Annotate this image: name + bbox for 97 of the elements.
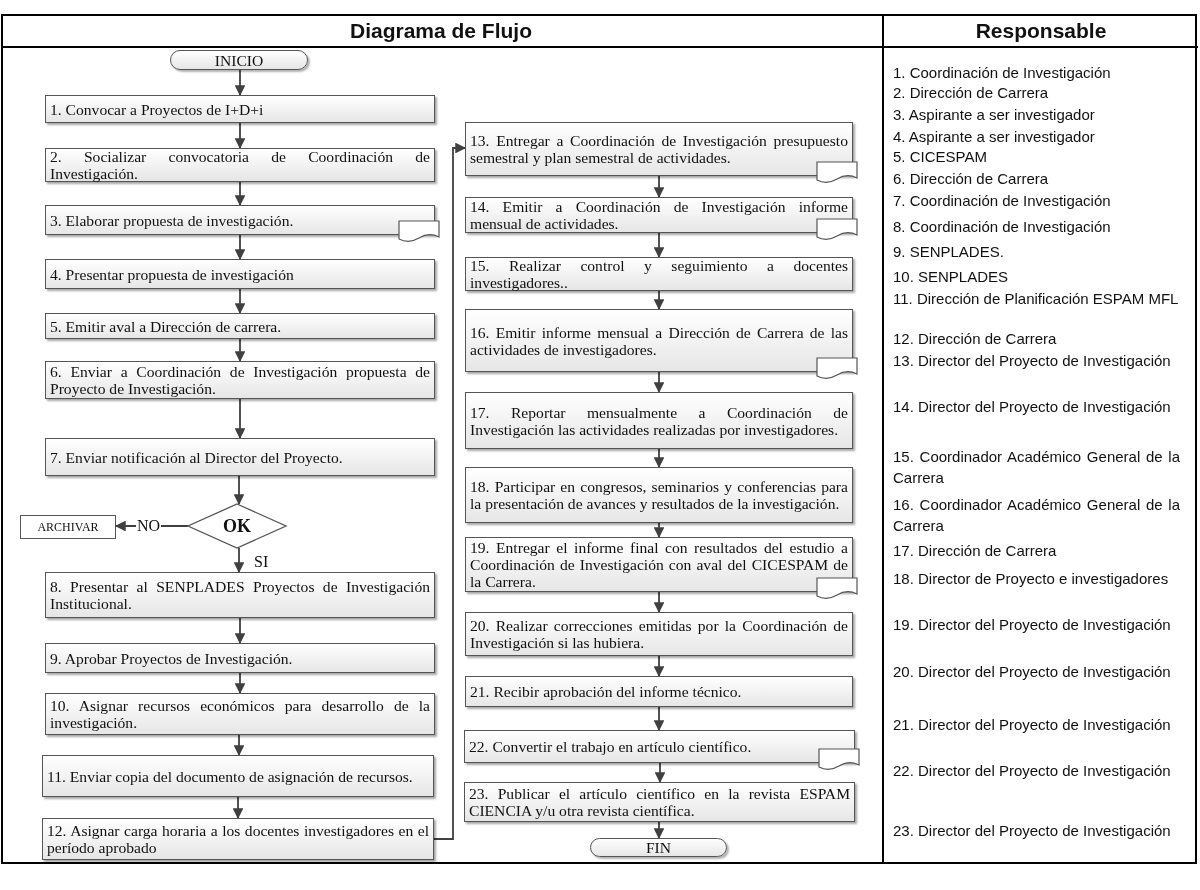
arrow [234,181,246,207]
arrow [234,398,246,440]
terminal-box [170,50,308,70]
responsible-text: 5. CICESPAM [893,147,988,167]
arrow [233,734,245,757]
process-box [45,95,435,123]
terminal-text: INICIO [213,51,265,69]
arrow [234,234,246,261]
responsible-text: 3. Aspirante a ser investigador [893,105,1096,125]
responsible-text: 2. Dirección de Carrera [893,83,1050,103]
process-box [465,392,853,449]
step-text: 15. Realizar control y seguimiento a docentes investigadores.. [470,257,848,291]
process-box [465,122,853,176]
responsible-text: 23. Director del Proyecto de Investigación [893,821,1172,841]
process-box [45,438,435,476]
step-text: 16. Emitir informe mensual a Dirección de Carrera de las actividades de investigadores. [470,323,848,358]
responsible-text: 6. Dirección de Carrera [893,169,1050,189]
process-box [465,676,853,707]
step-text: 8. Presentar al SENPLADES Proyectos de Investigación Institucional. [50,578,430,612]
arrow [234,288,246,315]
arrow [233,547,245,574]
step-text: 1. Convocar a Proyectos de I+D+i [50,100,265,118]
step-text: 9. Aprobar Proyectos de Investigación. [50,649,294,667]
process-box [465,309,853,372]
responsible-text: 7. Coordinación de Investigación [893,191,1112,211]
arrow [234,672,246,695]
responsible-text: 19. Director del Proyecto de Investigación [893,615,1172,635]
step-text: 17. Reportar mensualmente a Coordinación de Investigación las actividades realizadas por investigadores. [470,403,848,438]
step-text: 20. Realizar correcciones emitidas por la Coordinación de Investigación si las hubiera. [470,617,848,651]
process-box [45,313,435,339]
terminal-text: FIN [644,839,673,856]
arrow [653,655,665,678]
step-text: 22. Convertir el trabajo en artículo científico. [469,738,753,755]
step-text: 12. Asignar carga horaria a los docentes investigadores en el período aprobado [47,822,429,856]
step-text: 5. Emitir aval a Dirección de carrera. [50,317,283,335]
arrow [653,591,665,614]
responsible-text: 12. Dirección de Carrera [893,329,1058,349]
process-box [45,643,435,673]
responsible-text: 4. Aspirante a ser investigador [893,127,1096,147]
process-box [45,205,435,235]
decision-text: OK [222,517,252,535]
step-text: 14. Emitir a Coordinación de Investigación informe mensual de actividades. [470,198,848,232]
arrow [653,290,665,311]
responsible-text: 15. Coordinador Académico General de la Carrera [893,447,1180,488]
column-header: Responsable [975,19,1107,43]
step-text: 7. Enviar notificación al Director del Proyecto. [50,448,344,466]
arrow [233,475,245,506]
responsible-text: 21. Director del Proyecto de Investigación [893,715,1172,735]
process-box [464,730,855,763]
column-header: Diagrama de Flujo [349,19,532,43]
process-box [42,755,434,797]
step-text: 10. Asignar recursos económicos para desarrollo de la investigación. [50,697,430,731]
process-box [45,572,435,618]
responsible-text: 20. Director del Proyecto de Investigación [893,662,1172,682]
arrow [654,762,666,784]
responsible-text: 9. SENPLADES. [893,242,1005,262]
responsible-text: 16. Coordinador Académico General de la Carrera [893,495,1180,536]
step-text: 2. Socializar convocatoria de Coordinación de Investigación. [50,148,430,182]
archive-box [20,515,116,539]
responsible-text: 1. Coordinación de Investigación [893,63,1112,83]
arrow [232,796,244,820]
arrow [234,122,246,150]
step-text: 18. Participar en congresos, seminarios y conferencias para la presentación de avances y resultados de la investigación. [470,478,848,512]
responsible-text: 10. SENPLADES [893,267,1010,287]
process-box [465,467,853,523]
responsible-text: 14. Director del Proyecto de Investigación [893,397,1172,417]
arrow [653,706,665,732]
arrow [653,821,665,840]
step-text: 19. Entregar el informe final con resultados del estudio a Coordinación de Investigación con aval del CICESPAM de la Carrera. [470,539,848,590]
step-text: 23. Publicar el artículo científico en la revista ESPAM CIENCIA y/u otra revista científica. [469,785,850,819]
arrow [653,232,665,259]
responsible-text: 17. Dirección de Carrera [893,541,1058,561]
edge-label: SI [253,554,270,570]
step-text: 21. Recibir aprobación del informe técnico. [470,683,743,700]
step-text: 6. Enviar a Coordinación de Investigación propuesta de Proyecto de Investigación. [50,363,430,397]
responsible-text: 13. Director del Proyecto de Investigación [893,351,1172,371]
arrow [653,175,665,199]
arrow [653,448,665,469]
edge-label: NO [136,518,162,534]
responsible-text: 11. Dirección de Planificación ESPAM MFL [893,289,1180,309]
arrow [653,522,665,539]
archive-text: ARCHIVAR [36,518,100,536]
terminal-box [590,838,727,857]
arrow [234,338,246,363]
step-text: 13. Entregar a Coordinación de Investigación presupuesto semestral y plan semestral de actividades. [470,132,848,166]
decision-diamond [188,504,286,548]
arrow [234,69,246,97]
arrow [653,371,665,394]
responsible-text: 18. Director de Proyecto e investigadores [893,569,1170,589]
process-box [45,259,435,289]
arrow [433,142,467,840]
arrow [234,617,246,645]
responsible-text: 22. Director del Proyecto de Investigación [893,761,1172,781]
step-text: 11. Enviar copia del documento de asignación de recursos. [47,767,414,785]
step-text: 4. Presentar propuesta de investigación [50,265,295,283]
responsible-text: 8. Coordinación de Investigación [893,217,1112,237]
step-text: 3. Elaborar propuesta de investigación. [50,211,295,229]
